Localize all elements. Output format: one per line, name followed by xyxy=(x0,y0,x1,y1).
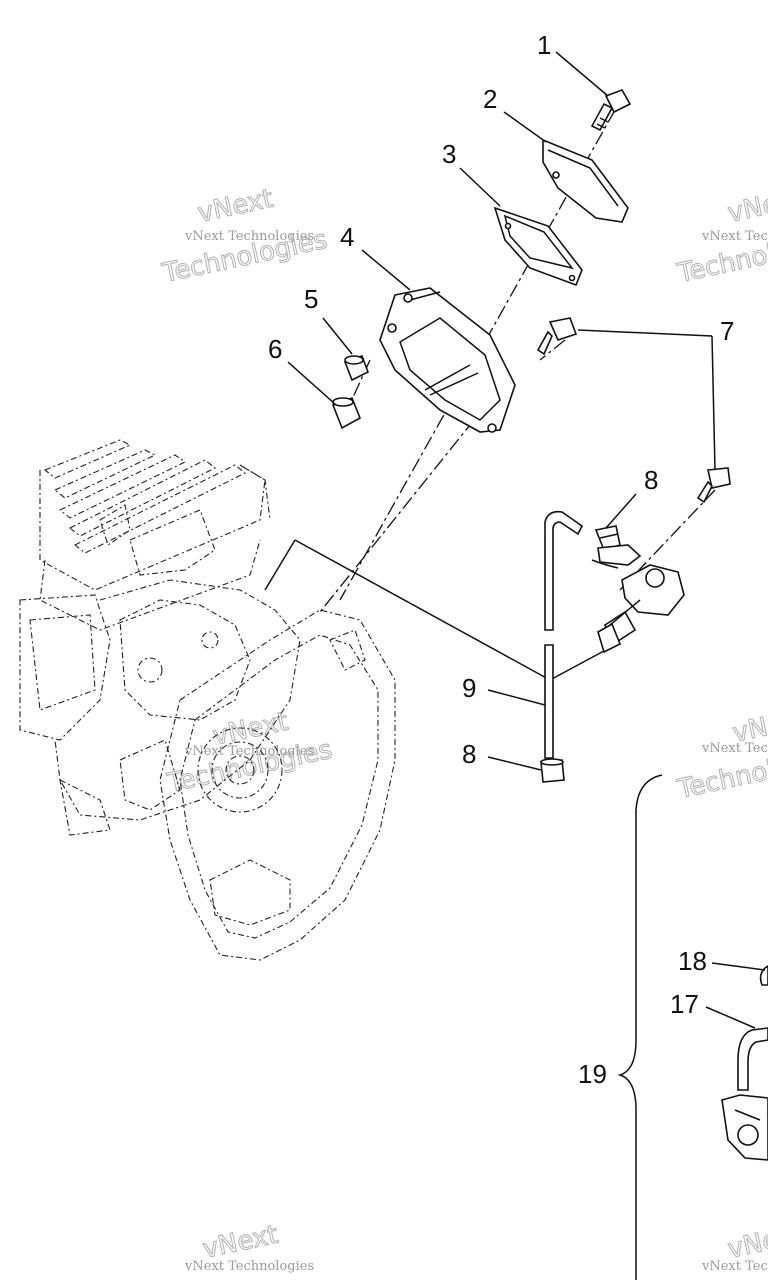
assembly-19-group xyxy=(617,774,768,1280)
part-2-cover-plate xyxy=(542,138,629,223)
watermark-text: vNext Technologies xyxy=(701,229,768,244)
callout-19: 19 xyxy=(578,1059,607,1089)
callout-3: 3 xyxy=(442,139,456,169)
engine-block xyxy=(19,439,396,961)
callout-labels: 1 2 3 4 5 6 7 8 8 9 17 18 19 xyxy=(268,30,734,1089)
fuel-pump xyxy=(591,544,685,654)
callout-4: 4 xyxy=(340,222,354,252)
part-4-valve-housing xyxy=(379,287,516,433)
part-8-clamp-lower xyxy=(540,758,565,783)
callout-5: 5 xyxy=(304,284,318,314)
callout-9: 9 xyxy=(462,673,476,703)
callout-2: 2 xyxy=(483,84,497,114)
callout-leaders xyxy=(287,51,766,1029)
watermark-logo: vNext xyxy=(725,184,768,229)
callout-8-lower: 8 xyxy=(462,739,476,769)
callout-17: 17 xyxy=(670,989,699,1019)
watermark-text: vNext Technologies xyxy=(184,1259,314,1274)
watermark-text: vNext Technologies xyxy=(701,1259,768,1274)
watermark-text: vNext Technologies xyxy=(184,229,314,244)
part-1-bolt xyxy=(590,89,632,132)
part-3-gasket xyxy=(493,206,583,287)
watermark-text: vNext Technologies xyxy=(701,741,768,756)
callout-18: 18 xyxy=(678,946,707,976)
part-6-bushing xyxy=(331,396,362,430)
callout-1: 1 xyxy=(537,30,551,60)
callout-6: 6 xyxy=(268,334,282,364)
part-7-fitting-lower xyxy=(696,467,731,504)
callout-7: 7 xyxy=(720,316,734,346)
watermark-logo: vNext xyxy=(195,184,276,229)
part-7-fitting-upper xyxy=(536,317,578,356)
part-5-bushing xyxy=(343,354,370,382)
part-9-hose xyxy=(544,510,584,759)
callout-8-upper: 8 xyxy=(644,465,658,495)
